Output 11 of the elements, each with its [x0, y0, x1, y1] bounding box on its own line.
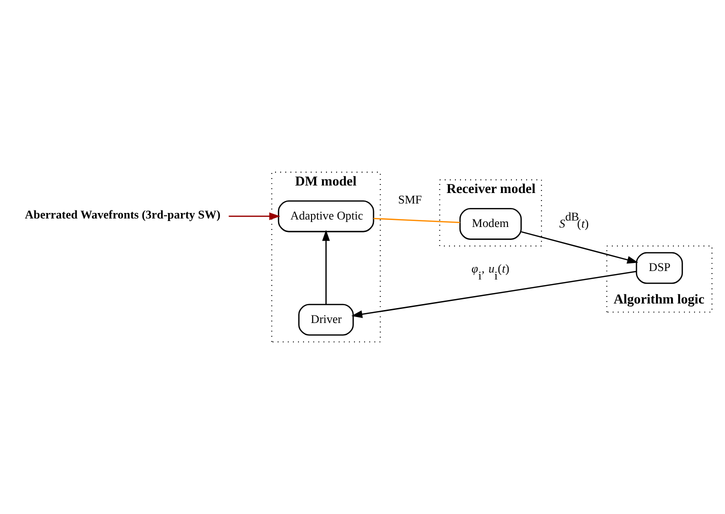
- arrow: [228, 212, 280, 220]
- arrow: [521, 231, 638, 264]
- node-text: Aberrated Wavefronts (3rd-party SW): [24, 208, 220, 222]
- node-box: Adaptive Optic: [278, 200, 374, 232]
- node-box: DSP: [636, 252, 683, 284]
- node-box: Modem: [459, 208, 522, 240]
- edge-label: SMF: [398, 192, 422, 207]
- connector: [374, 218, 460, 224]
- arrow: [322, 230, 330, 304]
- node-box: Driver: [298, 304, 354, 336]
- arrow: [351, 270, 637, 318]
